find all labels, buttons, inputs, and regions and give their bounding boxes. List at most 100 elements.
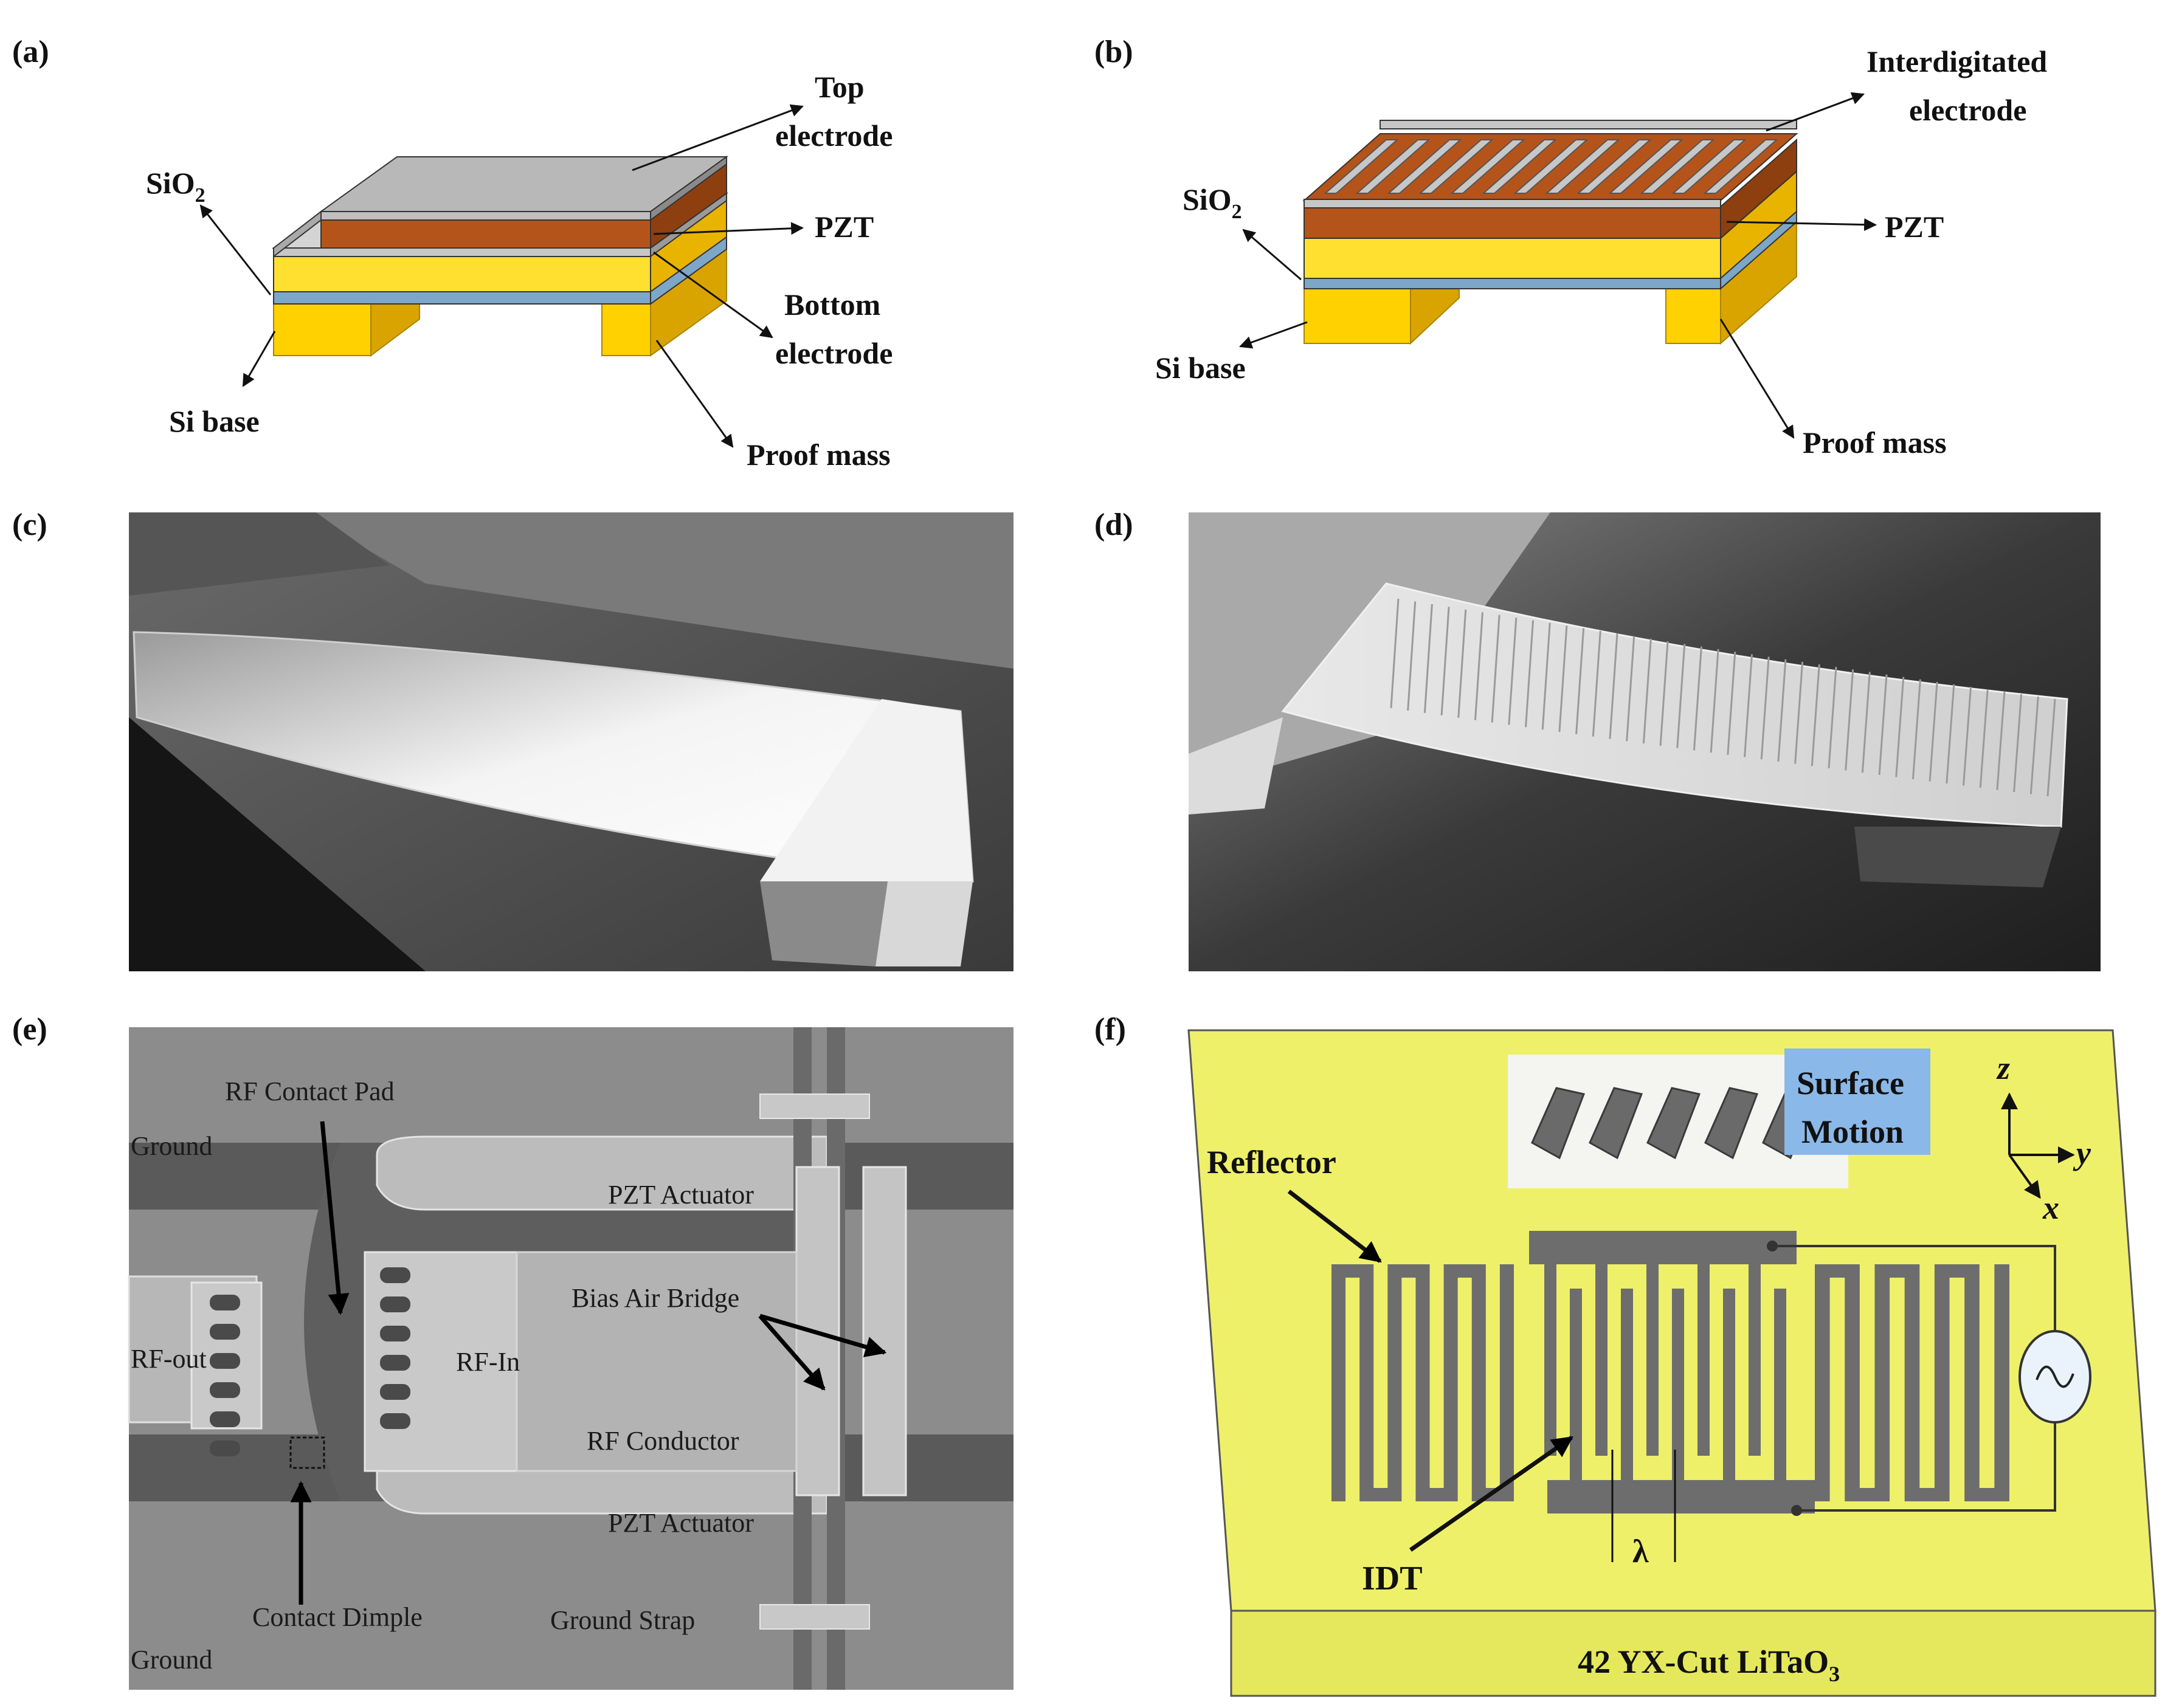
- arrow-proof-mass-a: [655, 340, 734, 448]
- ide-stripe: [1979, 689, 1989, 788]
- release-hole: [380, 1296, 410, 1312]
- idt-finger: [1621, 1289, 1633, 1480]
- idt-finger: [1774, 1289, 1786, 1480]
- label-substrate: 42 YX-Cut LiTaO3: [1578, 1644, 1840, 1686]
- label-ground-bottom: Ground: [131, 1645, 212, 1675]
- label-axis-x: x: [2042, 1190, 2059, 1226]
- ide-stripe: [1895, 677, 1905, 777]
- reflector-left: [1331, 1264, 1514, 1501]
- ide-stripe: [1963, 686, 1972, 786]
- wave-crest: [1589, 1087, 1643, 1160]
- arrow-interdigitated: [1766, 92, 1865, 132]
- label-sio2-b: SiO2: [1183, 182, 1242, 223]
- arrow-pzt-b: [1726, 218, 1877, 232]
- ide-stripe: [1996, 691, 2006, 790]
- label-idt: IDT: [1362, 1560, 1423, 1597]
- idt-finger: [1697, 1264, 1710, 1456]
- ide-stripe: [1642, 638, 1652, 744]
- reflector-left-gap: [1429, 1264, 1444, 1488]
- label-ground-strap: Ground Strap: [550, 1605, 695, 1635]
- reflector-right: [1815, 1264, 2009, 1501]
- arrow-bias-bridge-1: [758, 1314, 826, 1391]
- surface-motion-box: [1784, 1049, 1930, 1155]
- reflector-left-gap: [1485, 1264, 1500, 1488]
- label-bottom-electrode-2: electrode: [775, 336, 893, 370]
- ide-stripe: [2013, 694, 2023, 793]
- label-interdigitated-1: Interdigitated: [1866, 44, 2047, 78]
- panel-c-tag: (c): [12, 508, 47, 542]
- release-hole: [210, 1353, 240, 1369]
- release-hole: [380, 1267, 410, 1283]
- ide-stripe: [1878, 674, 1888, 775]
- ide-finger: [1576, 139, 1652, 194]
- panel-c: (c): [12, 508, 1014, 971]
- arrow-bias-bridge-2: [759, 1314, 887, 1357]
- ide-finger: [1703, 139, 1778, 194]
- release-hole: [210, 1324, 240, 1340]
- idt-top-bus: [1529, 1231, 1797, 1264]
- cantilever-beam-d: [1281, 582, 2068, 828]
- arrow-rf-contact-pad: [320, 1121, 350, 1315]
- ide-stripe: [1659, 641, 1669, 746]
- ide-stripe: [1626, 636, 1635, 742]
- reflector-right-gap: [1859, 1264, 1875, 1488]
- ide-stripe: [1828, 667, 1837, 768]
- ide-stripe: [1440, 607, 1450, 715]
- ide-pattern-d: [1390, 598, 2056, 797]
- ide-stripe: [1760, 656, 1770, 760]
- label-rf-contact-pad: RF Contact Pad: [225, 1076, 395, 1106]
- litao3-substrate-side: [1230, 1610, 2157, 1697]
- ide-stripe: [1491, 615, 1500, 723]
- arrow-idt: [1409, 1436, 1573, 1552]
- ide-finger: [1640, 139, 1715, 194]
- ide-stripe: [1744, 654, 1753, 757]
- ide-stripe: [1558, 625, 1568, 732]
- panel-f-tag: (f): [1094, 1012, 1126, 1047]
- reflector-right-gap: [1919, 1264, 1935, 1488]
- ide-stripe: [1575, 628, 1585, 735]
- reflector-right-gap: [1979, 1264, 1995, 1488]
- ide-stripe: [1390, 598, 1400, 709]
- reflector-right-gap: [1949, 1278, 1965, 1501]
- release-hole: [380, 1413, 410, 1429]
- label-interdigitated-2: electrode: [1909, 93, 2026, 127]
- idt-finger: [1544, 1264, 1556, 1456]
- panel-e-tag: (e): [12, 1012, 47, 1047]
- ide-stripe: [1693, 646, 1702, 751]
- label-rf-conductor: RF Conductor: [587, 1426, 739, 1456]
- reflector-left-gap: [1457, 1278, 1472, 1501]
- label-rf-in: RF-In: [456, 1347, 520, 1377]
- ide-stripe: [1474, 612, 1483, 720]
- release-hole: [380, 1326, 410, 1341]
- contact-dimple: [289, 1436, 325, 1469]
- panel-d: (d): [1094, 508, 2101, 971]
- arrow-sio2-a: [199, 204, 272, 295]
- idt-finger: [1749, 1264, 1761, 1456]
- wave-crest: [1646, 1087, 1701, 1160]
- reflector-right-gap: [1890, 1278, 1905, 1501]
- ide-stripe: [1777, 659, 1787, 762]
- ide-stripe: [1541, 622, 1551, 730]
- panel-e: (e) RF Contact Pad Ground PZT Actuator B…: [12, 1012, 1014, 1690]
- label-si-base-a: Si base: [169, 404, 260, 438]
- ide-stripe: [1407, 601, 1417, 711]
- panel-a-tag: (a): [12, 35, 49, 69]
- arrow-si-base-a: [242, 331, 276, 387]
- label-pzt-actuator-top: PZT Actuator: [608, 1180, 754, 1210]
- ide-stripe: [2029, 696, 2039, 794]
- arrow-pzt-a: [653, 222, 804, 235]
- ide-finger: [1671, 139, 1747, 194]
- label-pzt-a: PZT: [815, 210, 874, 244]
- label-axis-z: z: [1996, 1050, 2010, 1086]
- wave-crest: [1531, 1087, 1586, 1160]
- label-rf-out: RF-out: [131, 1344, 207, 1374]
- wave-crest: [1704, 1087, 1759, 1160]
- panel-a: (a) Top ele: [12, 35, 893, 472]
- panel-b: (b) Interdigitated electrode: [1094, 35, 2047, 460]
- arrow-si-base-b: [1239, 321, 1308, 349]
- arrow-reflector: [1287, 1190, 1382, 1263]
- label-sio2-a: SiO2: [146, 166, 205, 207]
- ide-stripe: [1946, 684, 1955, 784]
- cantilever-b: [1302, 120, 1798, 345]
- saw-structures: [1331, 1231, 2009, 1513]
